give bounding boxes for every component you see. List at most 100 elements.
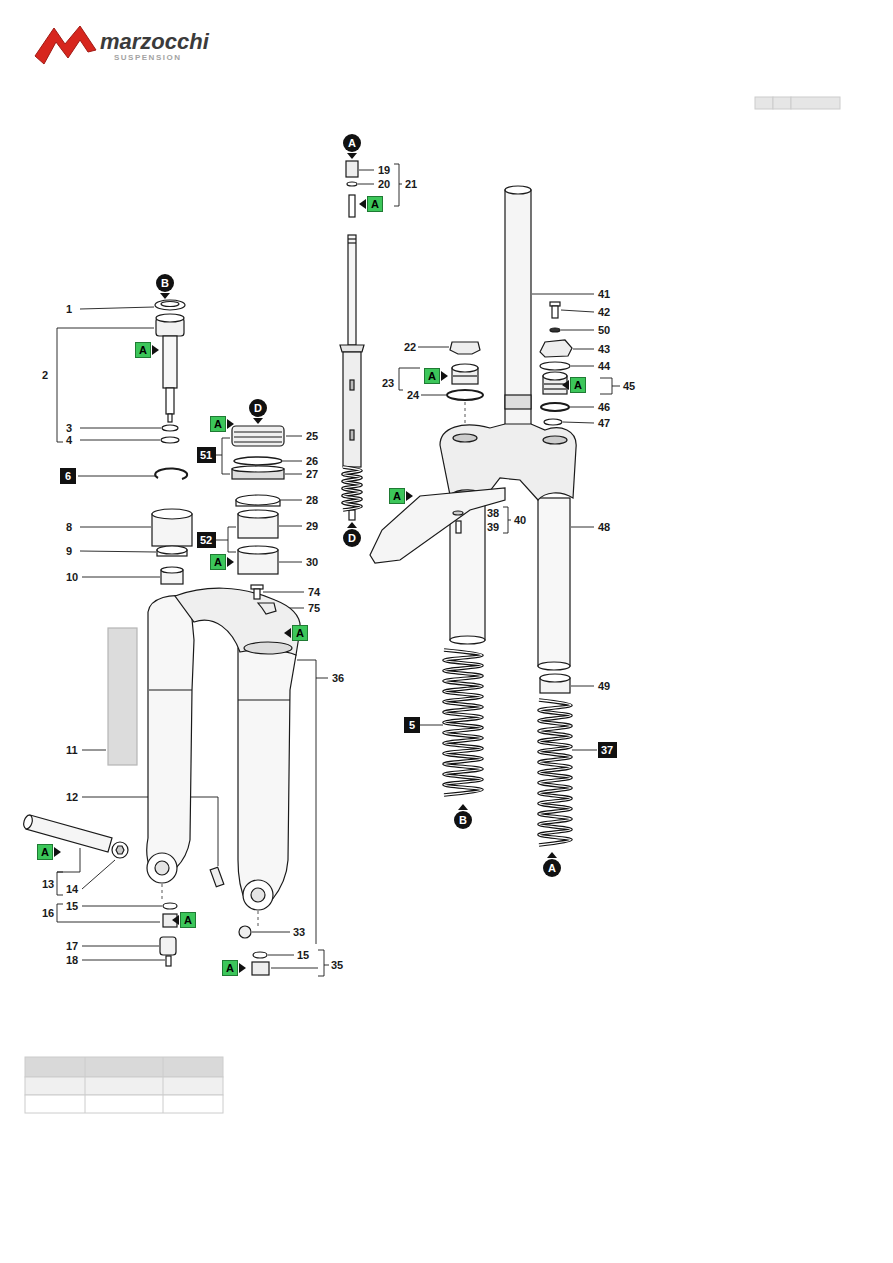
footer-table (25, 1057, 223, 1113)
axle-and-bottom-parts (160, 937, 176, 955)
label-text: 19 (378, 164, 390, 176)
callout-number: 36 (332, 672, 344, 684)
header-boxes (755, 97, 840, 109)
leader-lines (57, 872, 63, 895)
label-text: 48 (598, 521, 610, 533)
leader-lines (316, 678, 328, 679)
callout-number: 43 (598, 343, 610, 355)
leader-lines (421, 395, 446, 396)
leader-lines (600, 378, 612, 394)
top-caps (550, 302, 560, 306)
label-text: 21 (405, 178, 417, 190)
leader-lines (571, 686, 594, 687)
left-parts (161, 437, 179, 443)
leader-lines (82, 960, 165, 961)
label-text: 50 (598, 324, 610, 336)
label-text: 2 (42, 369, 48, 381)
top-caps (447, 302, 572, 425)
callout-number: 13 (42, 878, 54, 890)
upper-tubes (370, 186, 576, 693)
callout-number: 2 (42, 369, 48, 381)
leader-lines (279, 526, 302, 527)
callout-number: 38 (487, 507, 499, 519)
marker-text: A (41, 846, 49, 858)
label-text: 36 (332, 672, 344, 684)
pointer-arrows (152, 345, 159, 355)
leader-lines (80, 428, 161, 429)
leader-lines (216, 540, 228, 541)
left-parts (157, 546, 187, 554)
upper-tubes (505, 190, 531, 426)
marker-text: 52 (200, 534, 212, 546)
leader-lines (318, 950, 324, 976)
label-text: 26 (306, 455, 318, 467)
label-text: 9 (66, 545, 72, 557)
label-text: 42 (598, 306, 610, 318)
label-text: 15 (297, 949, 309, 961)
upper-tubes (540, 674, 570, 682)
damper-rod (350, 380, 354, 390)
middle-parts (232, 426, 284, 614)
leader-lines (324, 965, 329, 966)
left-parts (161, 302, 179, 307)
label-text: 23 (382, 377, 394, 389)
lower-legs (147, 596, 194, 868)
lower-legs (243, 880, 273, 910)
kit-number-box: 51 (197, 447, 216, 463)
leader-lines (271, 968, 318, 969)
lower-legs (244, 642, 292, 654)
leader-lines (532, 294, 594, 295)
brand-name: marzocchi (100, 30, 209, 54)
left-parts (166, 388, 174, 414)
marker-text: D (254, 402, 262, 414)
callout-number: 39 (487, 521, 499, 533)
pointer-arrows (54, 847, 61, 857)
lubrication-marker: A (570, 377, 586, 393)
marker-text: A (548, 862, 556, 874)
leader-lines (279, 562, 302, 563)
top-caps (544, 388, 566, 389)
leader-lines (228, 527, 236, 552)
leader-lines (285, 474, 302, 475)
pointer-arrows (359, 199, 366, 209)
leader-lines (283, 461, 302, 462)
axle-and-bottom-parts (252, 962, 269, 975)
damper-rod (340, 345, 364, 352)
callout-number: 74 (308, 586, 320, 598)
lower-legs (175, 588, 300, 655)
callout-number: 40 (514, 514, 526, 526)
label-text: 28 (306, 494, 318, 506)
leader-lines (57, 848, 80, 872)
label-text: 12 (66, 791, 78, 803)
assembly-dash-lines (162, 884, 163, 902)
damper-rod (343, 352, 361, 467)
label-text: 17 (66, 940, 78, 952)
label-text: 24 (407, 389, 419, 401)
header-boxes (773, 97, 791, 109)
marker-text: 6 (65, 470, 71, 482)
label-text: 16 (42, 907, 54, 919)
label-text: 41 (598, 288, 610, 300)
callout-number: 20 (378, 178, 390, 190)
leader-lines (561, 310, 594, 312)
callout-number: 75 (308, 602, 320, 614)
marker-text: A (296, 627, 304, 639)
pointer-arrows (347, 153, 357, 159)
label-text: 18 (66, 954, 78, 966)
label-text: SUSPENSION (114, 53, 181, 63)
brand-logo-icon (35, 26, 96, 64)
callout-number: 17 (66, 940, 78, 952)
label-text: 29 (306, 520, 318, 532)
kit-number-box: 5 (404, 717, 420, 733)
marker-text: A (348, 137, 356, 149)
assembly-reference-circle: D (249, 399, 267, 417)
assembly-reference-circle: B (454, 811, 472, 829)
callout-number: 47 (598, 417, 610, 429)
leader-lines (222, 438, 230, 474)
callout-number: 30 (306, 556, 318, 568)
top-caps (540, 340, 572, 357)
callout-number: 15 (66, 900, 78, 912)
lower-legs (147, 853, 177, 883)
leader-lines (297, 660, 316, 944)
marker-text: A (371, 198, 379, 210)
